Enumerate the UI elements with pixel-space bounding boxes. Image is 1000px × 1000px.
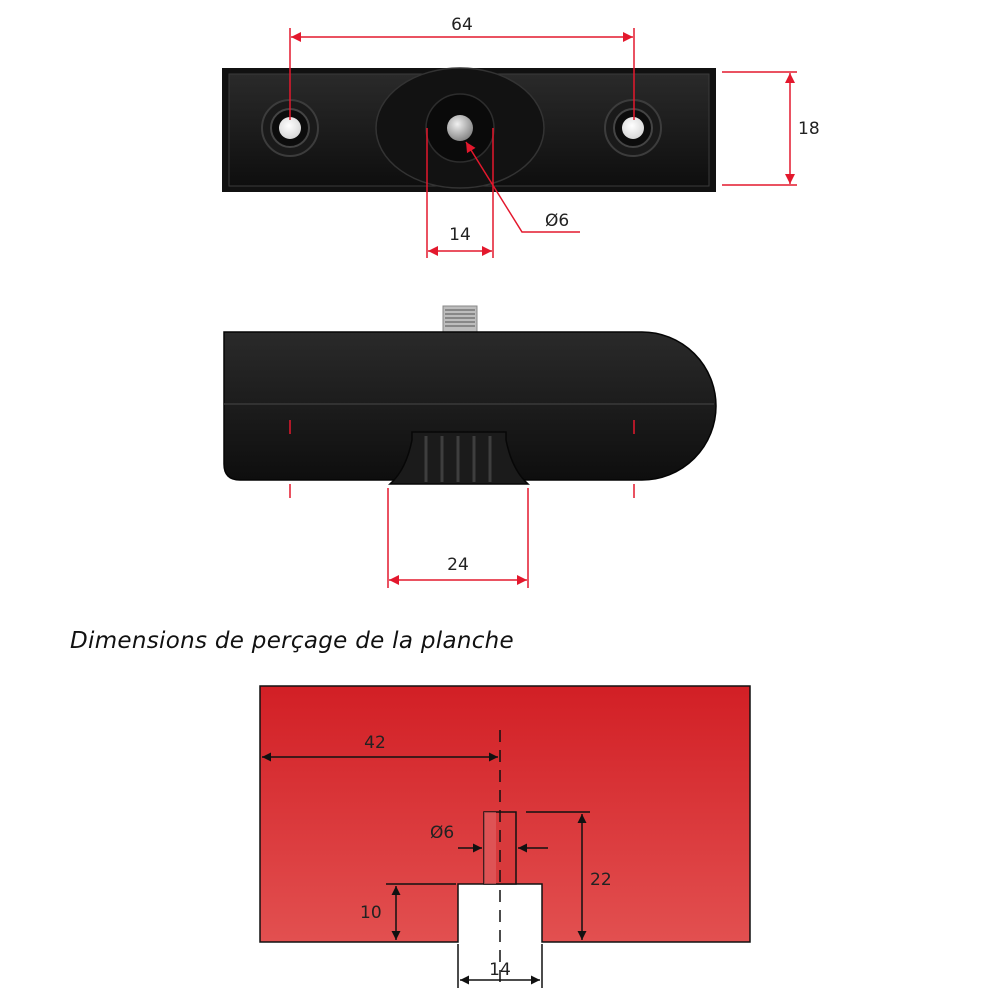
stud-threads [445,309,475,327]
drill-hole-lighter [484,812,496,884]
dim-label-14-top: 14 [449,225,471,245]
dim-label-o6-top: Ø6 [545,211,569,231]
leader-o6-top [465,141,580,233]
top-view: 64 18 14 Ø6 [222,15,820,258]
right-screw-hole [622,117,644,139]
side-view-body [223,331,717,481]
dim-label-10: 10 [360,903,382,923]
dim-label-22: 22 [590,870,612,890]
dim-label-42: 42 [364,733,386,753]
drilling-view: 42 Ø6 22 10 14 [259,685,751,990]
dim-label-24: 24 [447,555,469,575]
threaded-pin [447,115,473,141]
drilling-caption: Dimensions de perçage de la planche [70,628,515,654]
dim-label-18: 18 [798,119,820,139]
dim-label-14-bottom: 14 [489,960,511,980]
foot-ribs [424,436,492,482]
left-screw-hole [279,117,301,139]
dim-label-64: 64 [451,15,473,35]
side-view: 24 [223,305,717,588]
dim-label-o6-drill: Ø6 [430,823,454,843]
